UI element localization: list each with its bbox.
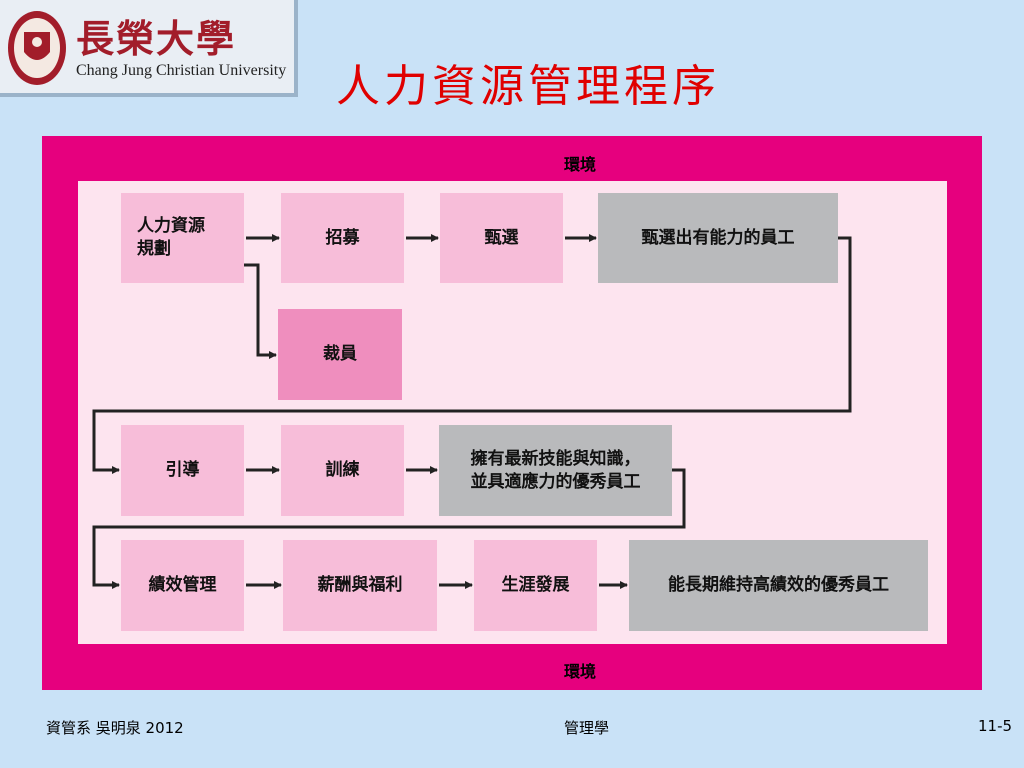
arrow-selected-orient [92, 236, 852, 474]
box-orientation: 引導 [121, 425, 244, 516]
arrow-plan-layoff [244, 263, 277, 359]
box-skilled-employees: 擁有最新技能與知識， 並具適應力的優秀員工 [439, 425, 672, 516]
box-skilled-employees-text: 擁有最新技能與知識， 並具適應力的優秀員工 [470, 448, 641, 492]
box-recruitment: 招募 [281, 193, 404, 283]
box-training: 訓練 [281, 425, 404, 516]
environment-label-bottom: 環境 [564, 662, 597, 681]
university-logo: 長榮大學 Chang Jung Christian University [0, 0, 298, 97]
footer-author: 資管系 吳明泉 2012 [46, 719, 184, 737]
box-selection: 甄選 [440, 193, 563, 283]
box-compensation-benefits: 薪酬與福利 [283, 540, 437, 631]
environment-label-top: 環境 [564, 155, 597, 174]
box-high-performers: 能長期維持高績效的優秀員工 [629, 540, 928, 631]
box-hr-planning: 人力資源 規劃 [121, 193, 244, 283]
box-selected-employees: 甄選出有能力的員工 [598, 193, 838, 283]
logo-english-name: Chang Jung Christian University [76, 62, 287, 79]
slide-title: 人力資源管理程序 [336, 61, 720, 112]
box-career-development: 生涯發展 [474, 540, 597, 631]
university-seal-icon [8, 11, 66, 85]
box-performance-management: 績效管理 [121, 540, 244, 631]
logo-chinese-name: 長榮大學 [76, 16, 237, 61]
footer-course: 管理學 [564, 719, 610, 737]
footer-page-number: 11-5 [978, 717, 1013, 735]
box-layoff: 裁員 [278, 309, 402, 400]
arrow-skilled-perf [92, 468, 686, 589]
box-hr-planning-text: 人力資源 規劃 [137, 216, 205, 259]
